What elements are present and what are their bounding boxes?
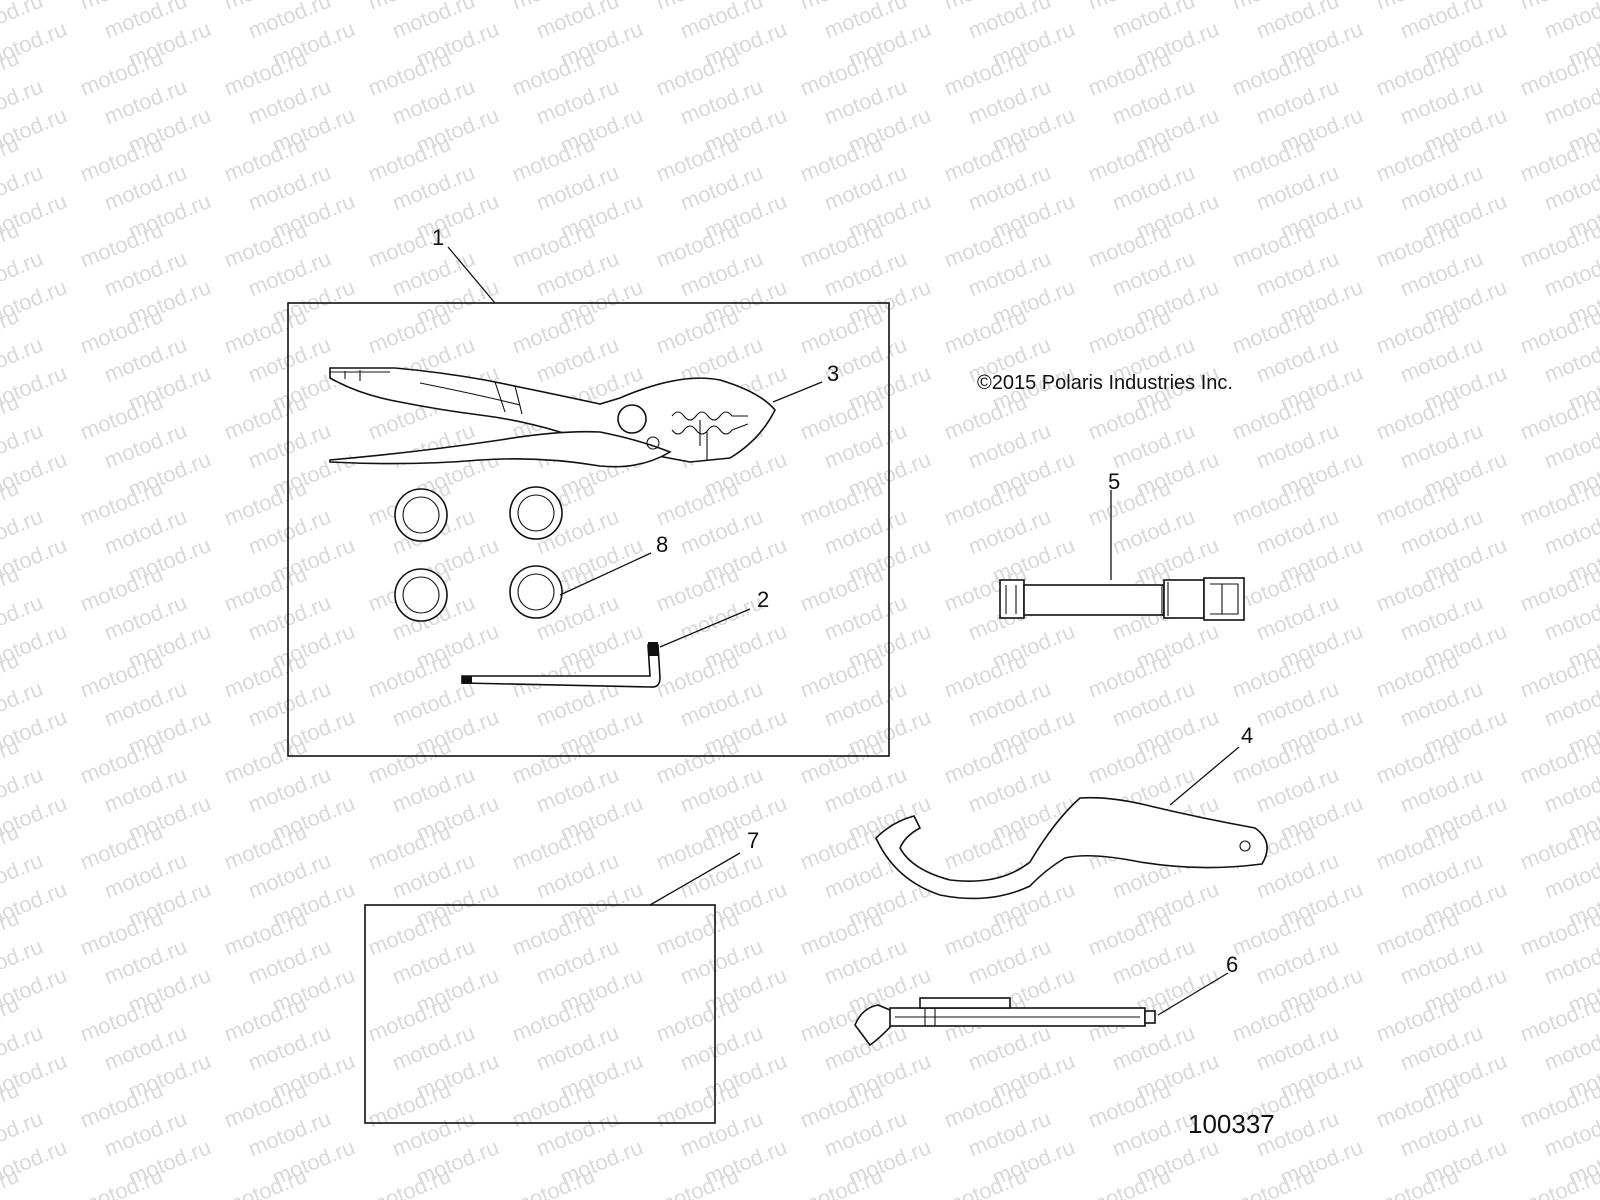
tool-kit-box <box>287 302 890 757</box>
combination-tool-icon <box>854 997 1156 1047</box>
watermark-text: motod.ru <box>1517 1163 1600 1200</box>
socket-extension-icon <box>999 577 1245 621</box>
copyright-text: ©2015 Polaris Industries Inc. <box>977 372 1233 394</box>
watermark-text: motod.ru <box>365 1163 455 1200</box>
hex-key-icon <box>461 642 661 688</box>
callout-4: 4 <box>1241 723 1253 748</box>
watermark-text: motod.ru <box>1229 1163 1319 1200</box>
callout-1: 1 <box>432 225 444 250</box>
watermark-text: motod.ru <box>797 1163 887 1200</box>
watermark-text: motod.ru <box>1373 1163 1463 1200</box>
leader-lines <box>447 246 1240 1016</box>
watermark-text: motod.ru <box>1085 1163 1175 1200</box>
callout-2: 2 <box>757 587 769 612</box>
callout-3: 3 <box>827 361 839 386</box>
spanner-wrench-icon <box>875 796 1268 900</box>
watermark-text: motod.ru <box>653 1163 743 1200</box>
watermark-text: motod.ru <box>221 1163 311 1200</box>
watermark-text: motod.ru <box>1541 0 1600 43</box>
washers-icon <box>394 486 563 622</box>
callout-8: 8 <box>656 532 668 557</box>
manual-document <box>364 904 716 1124</box>
watermark-text: motod.ru <box>77 1163 167 1200</box>
callout-7: 7 <box>747 828 759 853</box>
pliers-icon <box>329 367 776 468</box>
callout-5: 5 <box>1108 469 1120 494</box>
figure-number: 100337 <box>1188 1109 1275 1139</box>
watermark-text: motod.ru <box>509 1163 599 1200</box>
watermark-text: motod.ru <box>941 1163 1031 1200</box>
callout-6: 6 <box>1226 952 1238 977</box>
